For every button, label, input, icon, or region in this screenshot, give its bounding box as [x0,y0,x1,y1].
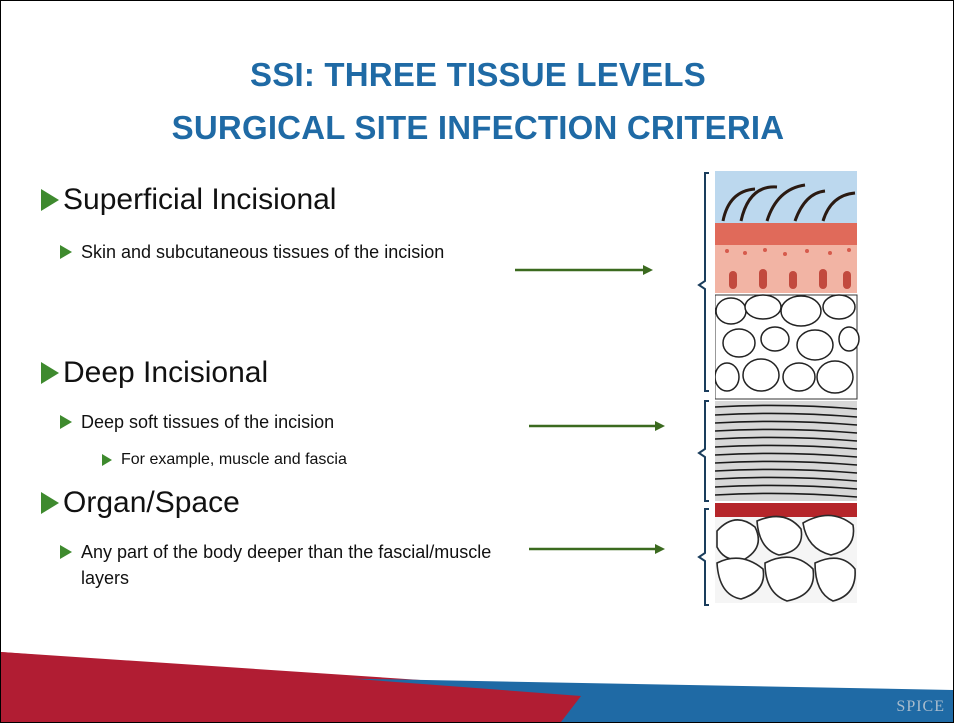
level-heading-deep: Deep Incisional [41,356,268,390]
bullet-triangle-icon [60,245,72,259]
arrow-superficial-icon [515,263,655,277]
level-heading-text: Superficial Incisional [63,183,336,216]
bullet-triangle-icon [60,545,72,559]
slide-title-line-1: SSI: THREE TISSUE LEVELS [1,56,954,94]
level-detail-text: Any part of the body deeper than the fas… [81,542,491,588]
bracket-organ-space-icon [699,509,709,605]
bracket-deep-icon [699,401,709,501]
footer-decoration [1,632,954,722]
level-heading-text: Organ/Space [63,486,240,519]
arrow-deep-icon [529,419,669,433]
level-detail-text: Deep soft tissues of the incision [81,412,334,432]
level-heading-superficial: Superficial Incisional [41,183,336,217]
level-sub-text: For example, muscle and fascia [121,451,347,468]
level-detail-deep: Deep soft tissues of the incision [81,409,521,435]
bullet-triangle-icon [60,415,72,429]
tissue-brackets [697,171,717,611]
slide-title-line-2: SURGICAL SITE INFECTION CRITERIA [1,109,954,147]
tissue-layers-illustration [715,171,875,611]
level-detail-text: Skin and subcutaneous tissues of the inc… [81,242,444,262]
arrow-organ-space-icon [529,542,669,556]
level-detail-organ-space: Any part of the body deeper than the fas… [81,539,521,591]
level-sub-deep: For example, muscle and fascia [121,451,347,469]
level-heading-text: Deep Incisional [63,356,268,389]
level-heading-organ-space: Organ/Space [41,486,240,520]
level-detail-superficial: Skin and subcutaneous tissues of the inc… [81,239,521,265]
bullet-triangle-icon [41,492,59,514]
bullet-triangle-icon [41,189,59,211]
bracket-superficial-icon [699,173,709,391]
spice-logo: SPICE [896,698,945,716]
bullet-triangle-icon [102,454,112,466]
bullet-triangle-icon [41,362,59,384]
